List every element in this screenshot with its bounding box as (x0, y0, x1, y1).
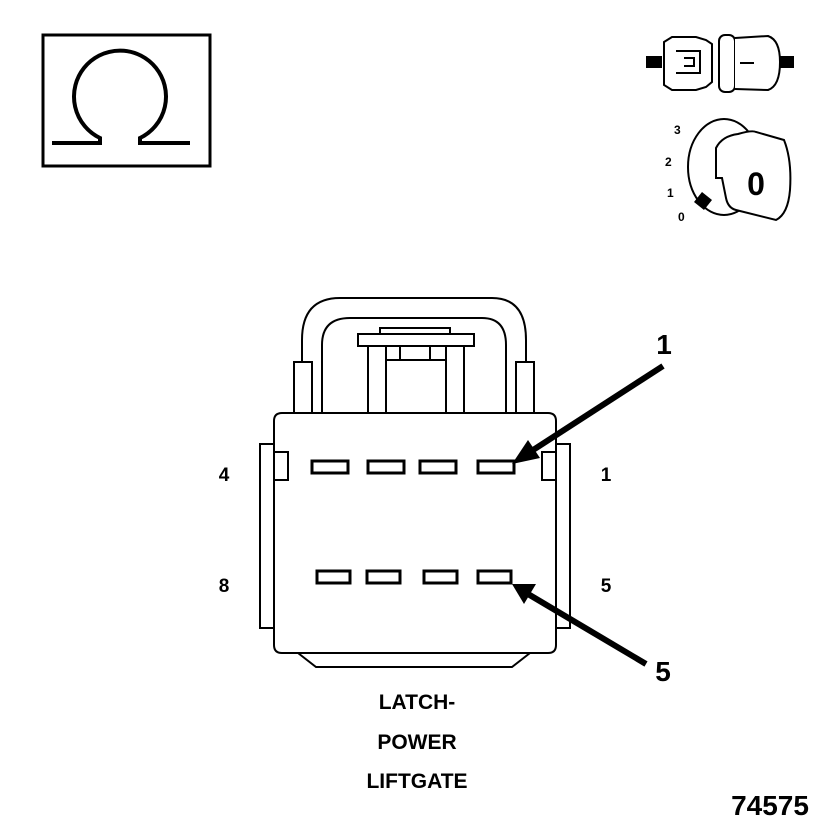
pin-label-8: 8 (219, 576, 230, 597)
connector-name-line-2: POWER (377, 731, 456, 754)
callout-number-1: 1 (656, 329, 672, 360)
connector-disconnected-icon (646, 34, 794, 93)
cavity-row-top (310, 459, 516, 475)
callout-arrow-bottom (512, 584, 648, 667)
callout-arrow-top (512, 363, 665, 464)
terminal-cavity (476, 569, 513, 585)
pin-label-1: 1 (601, 465, 612, 486)
key-position-readout: 0 (747, 166, 765, 202)
ignition-position-0: 0 (678, 210, 685, 224)
terminal-cavity (366, 459, 406, 475)
ignition-position-3: 3 (674, 123, 681, 137)
terminal-cavity (422, 569, 459, 585)
terminal-cavity (315, 569, 352, 585)
ohm-icon (41, 33, 212, 168)
ignition-position-1: 1 (667, 186, 674, 200)
figure-number: 74575 (731, 790, 809, 821)
terminal-cavity (365, 569, 402, 585)
ignition-position-2: 2 (665, 155, 672, 169)
terminal-cavity (476, 459, 516, 475)
connector-face (259, 297, 571, 668)
pin-label-4: 4 (219, 465, 230, 486)
connector-name: LATCH- POWER LIFTGATE (366, 691, 467, 793)
cavity-row-bottom (315, 569, 513, 585)
connector-name-line-3: LIFTGATE (366, 770, 467, 793)
connector-name-line-1: LATCH- (379, 691, 456, 714)
terminal-cavity (310, 459, 350, 475)
terminal-cavity (418, 459, 458, 475)
pin-label-5: 5 (601, 576, 612, 597)
callout-number-5: 5 (655, 656, 671, 687)
ignition-key-icon: 3 2 1 0 0 (665, 118, 792, 224)
